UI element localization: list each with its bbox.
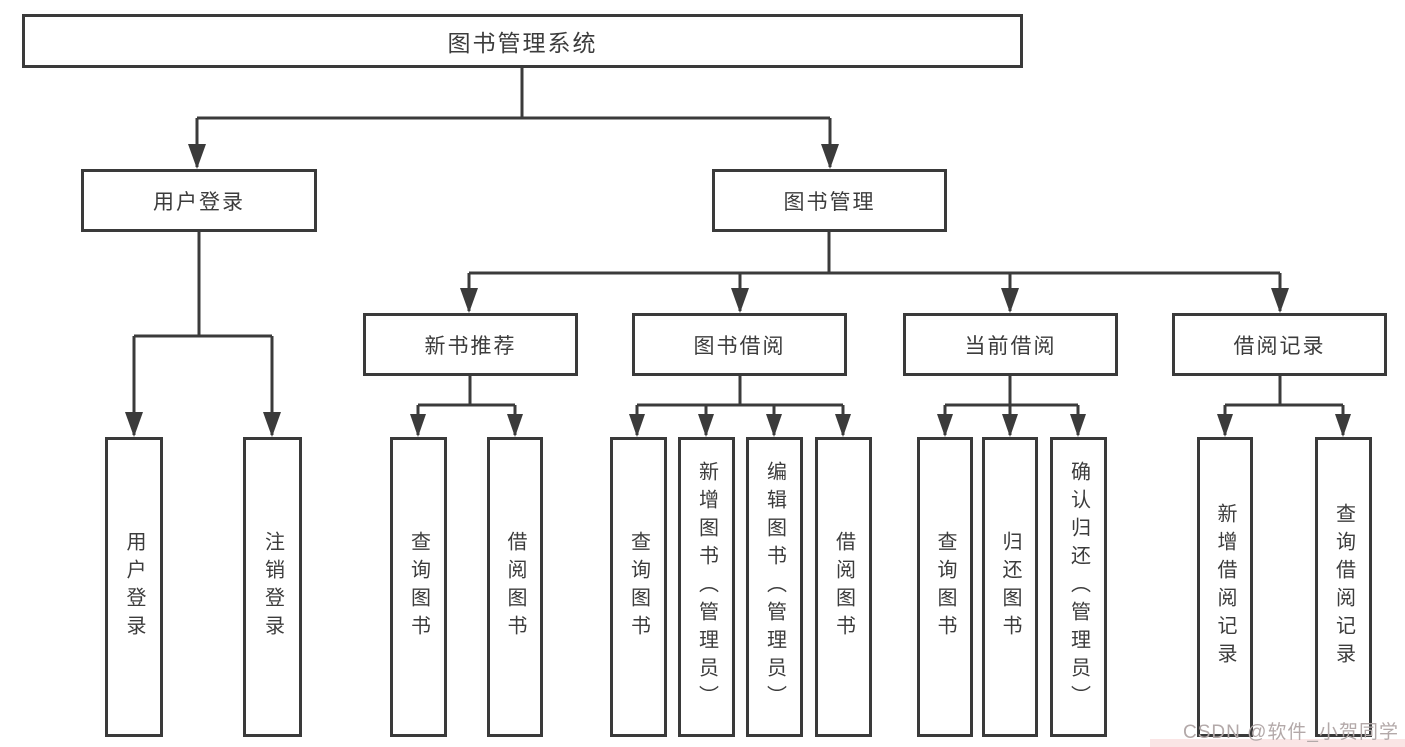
leaf-borrow-books-2: 借阅图书 (815, 437, 872, 737)
leaf-query-books-1: 查询图书 (390, 437, 447, 737)
leaf-borrow-books-2-label: 借阅图书 (832, 531, 855, 643)
leaf-edit-books-admin-label: 编辑图书（管理员） (763, 461, 786, 713)
leaf-edit-books-admin: 编辑图书（管理员） (746, 437, 803, 737)
leaf-query-books-1-label: 查询图书 (407, 531, 430, 643)
leaf-return-books-label: 归还图书 (999, 531, 1021, 643)
leaf-return-books: 归还图书 (982, 437, 1038, 737)
leaf-query-books-3: 查询图书 (917, 437, 973, 737)
node-borrow-records-label: 借阅记录 (1233, 334, 1326, 358)
node-book-management: 图书管理 (712, 169, 947, 232)
leaf-query-books-2-label: 查询图书 (627, 531, 650, 643)
csdn-watermark: CSDN @软件_小贺同学 (1183, 722, 1399, 743)
node-current-borrow: 当前借阅 (903, 313, 1118, 376)
node-user-login: 用户登录 (81, 169, 317, 232)
node-current-borrow-label: 当前借阅 (964, 334, 1057, 358)
leaf-add-borrow-record-label: 新增借阅记录 (1214, 503, 1236, 671)
edge-group (132, 68, 1345, 435)
node-book-management-label: 图书管理 (783, 190, 876, 214)
node-book-borrow: 图书借阅 (632, 313, 847, 376)
leaf-query-borrow-record-label: 查询借阅记录 (1332, 503, 1355, 671)
node-root-label: 图书管理系统 (447, 30, 598, 56)
leaf-borrow-books-1: 借阅图书 (487, 437, 543, 737)
watermark-tint (1150, 739, 1405, 747)
arrowhead-group (125, 144, 1351, 437)
leaf-query-books-3-label: 查询图书 (934, 531, 956, 643)
leaf-logout: 注销登录 (243, 437, 302, 737)
leaf-confirm-return-admin-label: 确认归还（管理员） (1067, 461, 1090, 713)
leaf-confirm-return-admin: 确认归还（管理员） (1050, 437, 1107, 737)
node-new-book-recommend-label: 新书推荐 (424, 334, 517, 358)
leaf-add-books-admin: 新增图书（管理员） (678, 437, 735, 737)
node-user-login-label: 用户登录 (153, 190, 245, 214)
leaf-query-borrow-record: 查询借阅记录 (1315, 437, 1372, 737)
leaf-query-books-2: 查询图书 (610, 437, 667, 737)
leaf-logout-label: 注销登录 (261, 531, 284, 643)
leaf-user-login-label: 用户登录 (123, 531, 145, 643)
node-new-book-recommend: 新书推荐 (363, 313, 578, 376)
node-book-borrow-label: 图书借阅 (693, 334, 786, 358)
node-borrow-records: 借阅记录 (1172, 313, 1387, 376)
leaf-user-login: 用户登录 (105, 437, 163, 737)
leaf-add-borrow-record: 新增借阅记录 (1197, 437, 1253, 737)
node-root: 图书管理系统 (22, 14, 1023, 68)
leaf-borrow-books-1-label: 借阅图书 (504, 531, 526, 643)
leaf-add-books-admin-label: 新增图书（管理员） (695, 461, 718, 713)
